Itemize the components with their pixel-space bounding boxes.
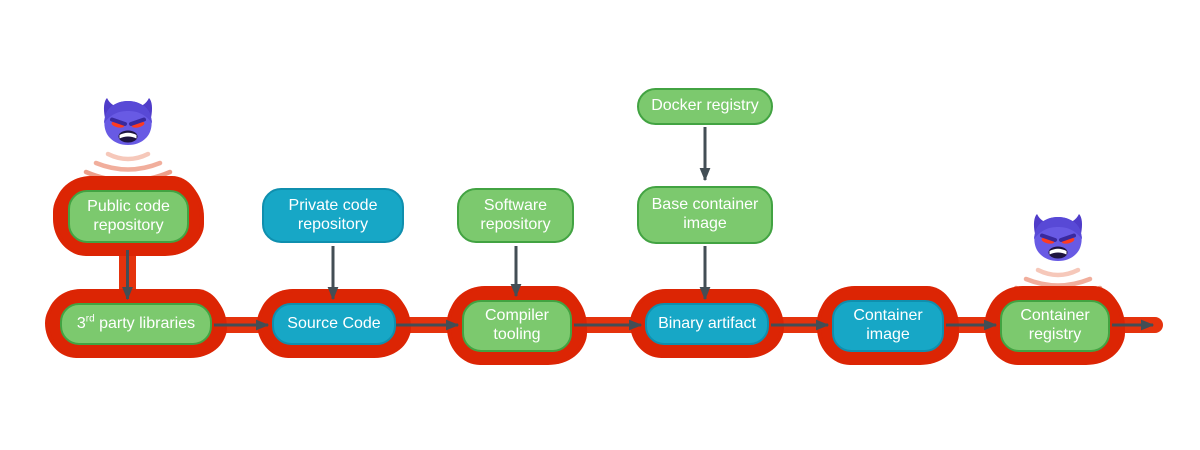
devil-eyebrow: [129, 117, 146, 126]
node-binary-artifact: Binary artifact: [645, 303, 769, 345]
devil-teeth: [119, 132, 137, 139]
attack-wave-icon: [93, 160, 163, 172]
devil-eyebrow: [110, 117, 127, 126]
node-base-container-image: Base container image: [637, 186, 773, 244]
node-label: Software repository: [480, 196, 551, 233]
node-private-code-repository: Private code repository: [262, 188, 404, 243]
node-software-repository: Software repository: [457, 188, 574, 243]
devil-brow-shading: [1034, 217, 1082, 239]
compromise-highlight: 3rd party libraries: [49, 292, 223, 356]
node-container-image: Container image: [832, 300, 944, 352]
node-docker-registry: Docker registry: [637, 88, 773, 125]
compromise-highlight: Binary artifact: [634, 292, 780, 356]
node-label: 3rd party libraries: [76, 313, 196, 332]
node-container-registry: Container registry: [1000, 300, 1110, 352]
node-label: Binary artifact: [658, 314, 756, 332]
node-source-code: Source Code: [272, 303, 396, 345]
node-compiler-tooling: Compiler tooling: [462, 300, 572, 352]
compromise-highlight: Source Code: [261, 292, 407, 356]
attack-wave-icon: [1023, 276, 1093, 288]
compromise-highlight: Compiler tooling: [451, 289, 583, 363]
attack-wave-icon: [105, 151, 151, 162]
node-label: Public code repository: [87, 197, 170, 234]
node-label: Docker registry: [651, 97, 759, 115]
attacker-devil-icon: [83, 98, 173, 184]
devil-eyebrow: [1059, 233, 1076, 242]
node-label: Container image: [853, 307, 923, 343]
devil-eyebrow: [1040, 233, 1057, 242]
devil-teeth: [1049, 248, 1067, 255]
compromise-highlight: Container registry: [989, 289, 1121, 363]
node-label: Private code repository: [288, 196, 378, 233]
node-label: Container registry: [1020, 307, 1090, 343]
node-label: Compiler tooling: [484, 307, 549, 343]
node-label: Base container image: [651, 196, 759, 232]
node-label: Source Code: [287, 314, 381, 332]
node-third-party-libraries: 3rd party libraries: [60, 303, 212, 345]
compromise-highlight: Public code repository: [57, 179, 200, 254]
attack-wave-icon: [1035, 267, 1081, 278]
compromise-highlight: Container image: [821, 289, 955, 363]
devil-brow-shading: [104, 101, 152, 123]
node-public-code-repository: Public code repository: [68, 190, 189, 243]
